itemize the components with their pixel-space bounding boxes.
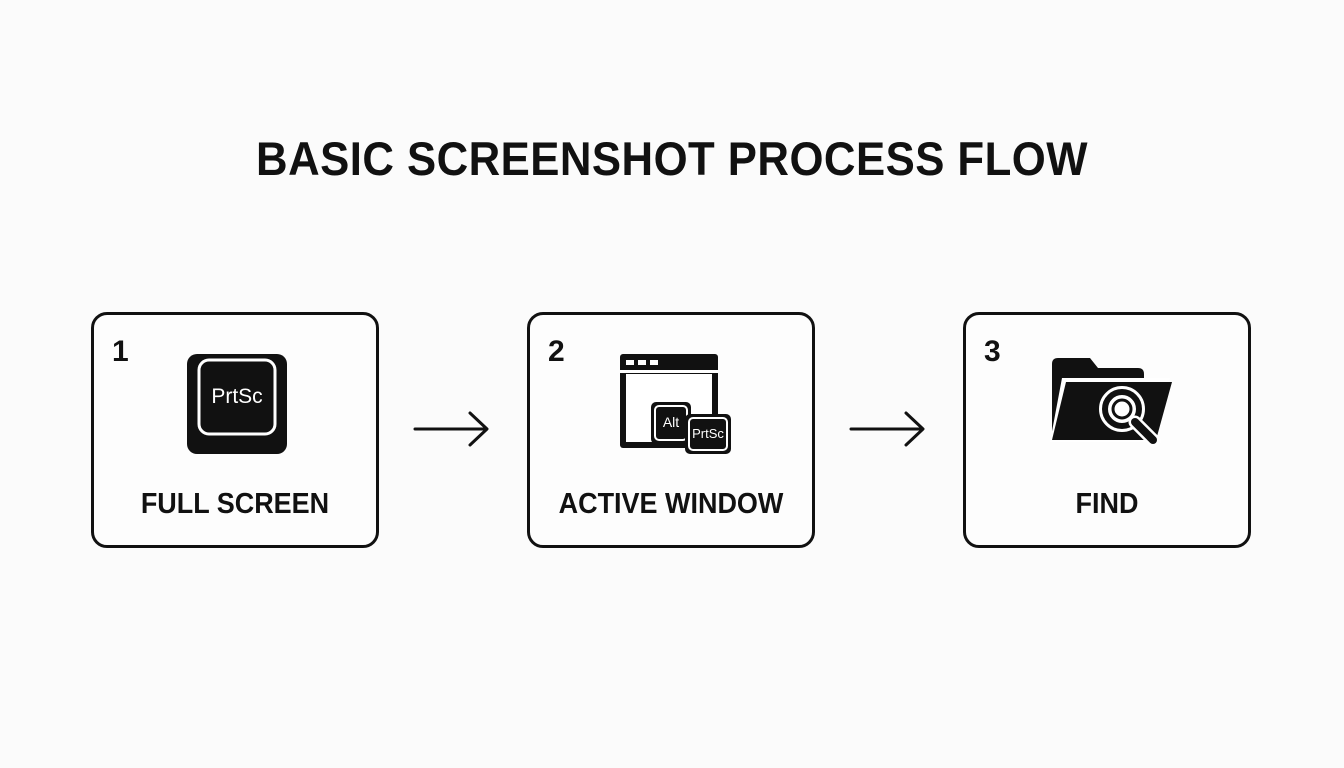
step-number: 3 bbox=[984, 335, 1001, 368]
step-card-full-screen: 1 PrtSc FULL SCREEN bbox=[91, 312, 379, 548]
step-label: FULL SCREEN bbox=[140, 488, 330, 520]
prtsc-key-label: PrtSc bbox=[692, 426, 724, 441]
alt-key-label: Alt bbox=[663, 414, 679, 430]
step-label: FIND bbox=[1075, 488, 1139, 520]
arrow-right-icon bbox=[413, 411, 489, 447]
window-alt-prtsc-icon: Alt PrtSc bbox=[620, 354, 731, 454]
step-card-active-window: 2 Alt PrtSc ACTIVE WINDOW bbox=[527, 312, 815, 548]
diagram-title: BASIC SCREENSHOT PROCESS FLOW bbox=[256, 132, 1088, 185]
step-number: 2 bbox=[548, 335, 565, 368]
prtsc-key-icon: PrtSc bbox=[187, 354, 287, 454]
folder-search-icon bbox=[1050, 358, 1172, 448]
prtsc-key-label: PrtSc bbox=[211, 385, 262, 408]
step-number: 1 bbox=[112, 335, 129, 368]
arrow-right-icon bbox=[849, 411, 925, 447]
step-card-find: 3 FIND bbox=[963, 312, 1251, 548]
step-label: ACTIVE WINDOW bbox=[558, 488, 784, 520]
